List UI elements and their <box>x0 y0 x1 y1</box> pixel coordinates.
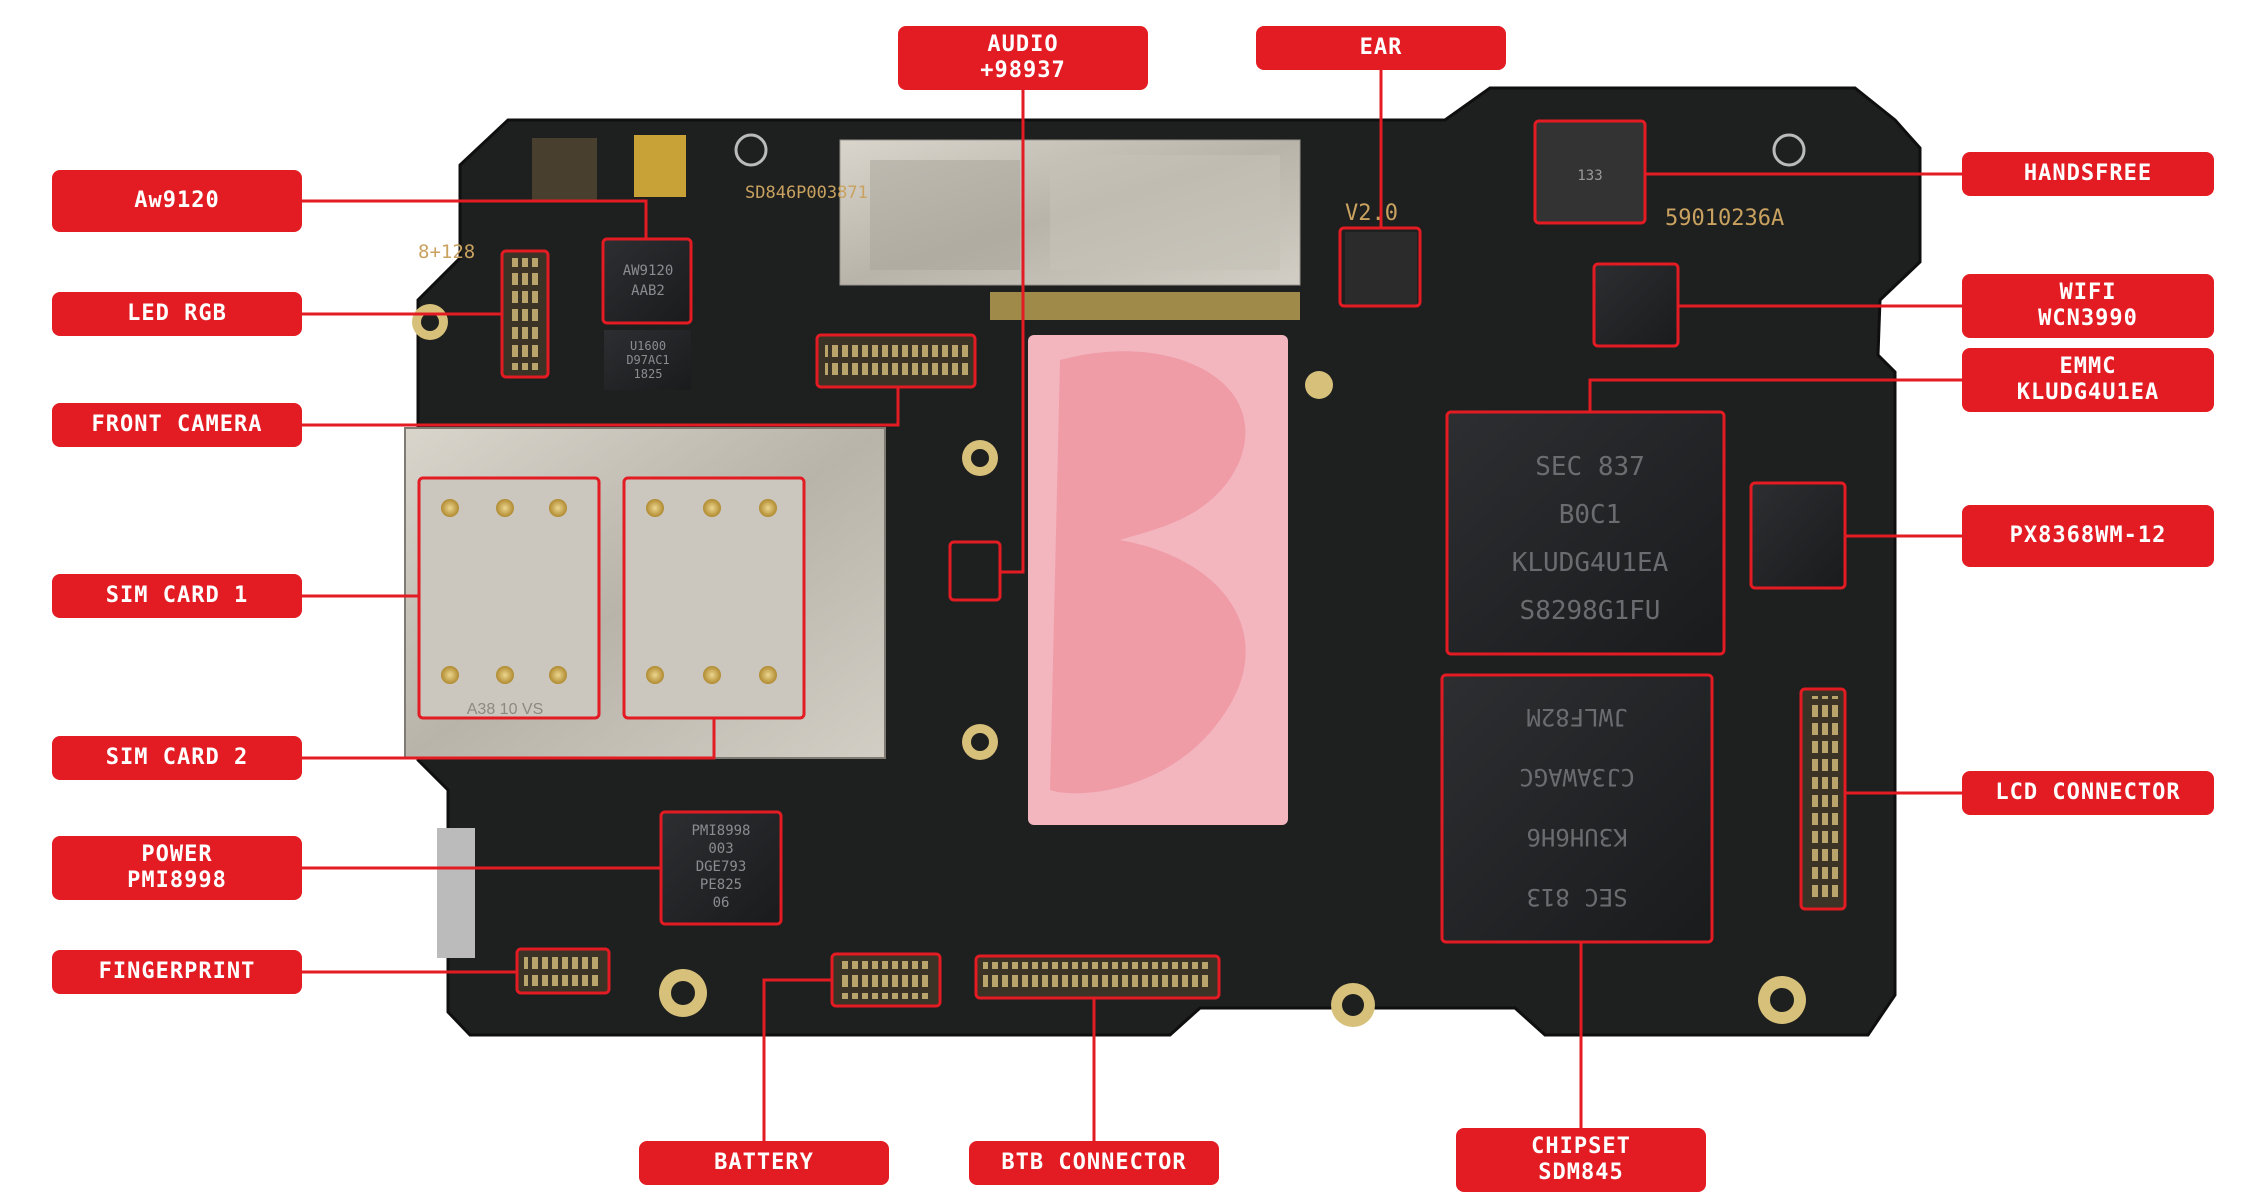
label-btb-connector: BTB CONNECTOR <box>969 1141 1219 1185</box>
label-audio: AUDIO+98937 <box>898 26 1148 90</box>
highlight-front-camera <box>815 333 977 389</box>
highlight-emmc <box>1445 410 1726 656</box>
pmicText-line: 06 <box>713 895 730 911</box>
label-px8368: PX8368WM-12 <box>1962 505 2214 567</box>
highlight-handsfree <box>1533 119 1647 225</box>
wifi-chip <box>1595 265 1677 345</box>
leader-sim2 <box>302 718 716 760</box>
leader-battery <box>762 978 832 1141</box>
handsfree-part <box>1535 121 1645 223</box>
label-front-camera: FRONT CAMERA <box>52 403 302 447</box>
emmcText-line: SEC 837 <box>1535 452 1645 482</box>
label-fingerprint: FINGERPRINT <box>52 950 302 994</box>
emmcText-line: KLUDG4U1EA <box>1512 548 1669 578</box>
label-ear: EAR <box>1256 26 1506 70</box>
brand-watermark <box>1050 351 1246 794</box>
socText-line: CJ3AWAGC <box>1519 763 1635 791</box>
mic-gold-pad <box>634 135 686 197</box>
label-lcd-connector: LCD CONNECTOR <box>1962 771 2214 815</box>
pmicText-line: PMI8998 <box>691 823 750 839</box>
pmicText-line: PE825 <box>700 877 742 893</box>
highlight-chipset <box>1440 673 1714 944</box>
hintText-line: 1825 <box>634 367 663 381</box>
sim-mark: A38 10 VS <box>467 701 544 718</box>
label-led-rgb: LED RGB <box>52 292 302 336</box>
awText-line: AAB2 <box>631 283 665 299</box>
label-sim-card-1: SIM CARD 1 <box>52 574 302 618</box>
socText-line: SEC 813 <box>1526 883 1627 911</box>
label-handsfree: HANDSFREE <box>1962 152 2214 196</box>
highlight-btb <box>974 954 1221 1000</box>
emmc-chip <box>1448 413 1723 653</box>
hintText-line: D97AC1 <box>626 353 669 367</box>
svg-text:V2.0: V2.0 <box>1345 201 1398 226</box>
socText-line: JWLF82M <box>1526 703 1627 731</box>
aw9120-chip <box>604 240 691 322</box>
socText-line: K3UH6H6 <box>1526 823 1627 851</box>
hintText-line: U1600 <box>630 339 666 353</box>
label-aw9120: Aw9120 <box>52 170 302 232</box>
connectors <box>502 232 1845 1006</box>
highlight-lcd <box>1799 687 1847 911</box>
emmcText-line: S8298G1FU <box>1520 596 1661 626</box>
svg-text:59010236A: 59010236A <box>1665 206 1784 231</box>
px-chip <box>1752 484 1844 587</box>
sim-contacts <box>441 499 777 684</box>
awText-line: AW9120 <box>623 263 674 279</box>
leader-front-camera <box>302 387 900 427</box>
pmic-chip <box>662 813 780 923</box>
leader-aw9120 <box>302 199 648 239</box>
leader-audio <box>1000 90 1025 574</box>
svg-text:SD846P003871: SD846P003871 <box>745 183 868 203</box>
soc-chip <box>1443 676 1711 941</box>
pmicText-line: DGE793 <box>696 859 747 875</box>
emmcText-line: B0C1 <box>1559 500 1622 530</box>
label-battery: BATTERY <box>639 1141 889 1185</box>
svg-text:8+128: 8+128 <box>418 241 475 263</box>
svg-text:133: 133 <box>1577 168 1602 184</box>
highlight-sim1 <box>417 476 601 720</box>
mount-holes <box>412 304 1806 1027</box>
leader-emmc <box>1588 378 1962 412</box>
pmicText-line: 003 <box>708 841 733 857</box>
label-sim-card-2: SIM CARD 2 <box>52 736 302 780</box>
